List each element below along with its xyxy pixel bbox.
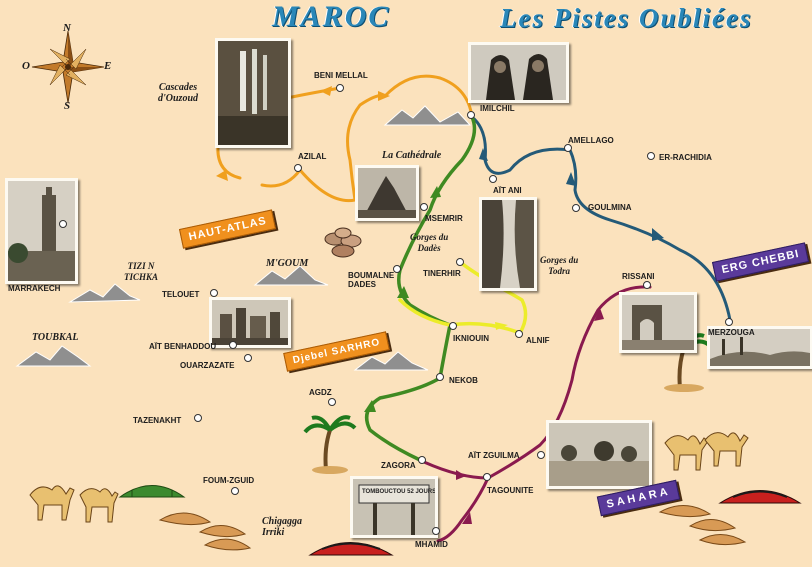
map-title: MAROC	[272, 0, 391, 33]
desert-rose-icon	[324, 227, 362, 258]
city-marker-amellago[interactable]	[564, 144, 572, 152]
feature-label-chigagga: Chigagga Irriki	[262, 516, 303, 538]
tent-icon	[118, 485, 802, 556]
city-label-iknouin: IKNIOUIN	[453, 334, 489, 343]
feature-label-mgoum: M'GOUM	[266, 258, 309, 269]
compass-south-label: S	[64, 100, 71, 112]
city-label-zagora: ZAGORA	[381, 461, 416, 470]
city-marker-agdz[interactable]	[328, 398, 336, 406]
route-orange-loop	[298, 74, 474, 203]
city-label-beni-mellal: BENI MELLAL	[314, 71, 368, 80]
photo-la-cathedrale	[355, 165, 419, 221]
city-marker-marrakech[interactable]	[59, 220, 67, 228]
route-blue	[470, 115, 732, 322]
city-label-telouet: TELOUET	[162, 290, 200, 299]
city-marker-iknouin[interactable]	[449, 322, 457, 330]
city-label-azilal: AZILAL	[298, 152, 327, 161]
city-marker-zagora[interactable]	[418, 456, 426, 464]
city-marker-tagounite[interactable]	[483, 473, 491, 481]
route-arrows	[216, 86, 664, 524]
city-label-ait-zguilma: AÏT ZGUILMA	[468, 451, 520, 460]
city-marker-ait-benhaddou[interactable]	[229, 341, 237, 349]
feature-label-toubkal: TOUBKAL	[32, 332, 79, 343]
photo-tombouctou-sign: TOMBOUCTOU 52 JOURS	[350, 476, 438, 538]
feature-label-gorges-todra: Gorges du Todra	[540, 255, 579, 276]
city-marker-msemrir[interactable]	[420, 203, 428, 211]
city-label-alnif: ALNIF	[526, 336, 550, 345]
city-marker-tinerhir[interactable]	[456, 258, 464, 266]
route-purple	[422, 285, 652, 543]
city-label-ait-ani: AÏT ANI	[493, 186, 522, 195]
city-label-marrakech: MARRAKECH	[8, 284, 61, 293]
city-label-msemrir: MSEMRIR	[425, 214, 463, 223]
city-label-merzouga: MERZOUGA	[708, 328, 755, 337]
city-marker-imilchil[interactable]	[467, 111, 475, 119]
city-label-nekob: NEKOB	[449, 376, 478, 385]
camel-icon	[29, 432, 749, 523]
city-marker-ait-zguilma[interactable]	[537, 451, 545, 459]
mountain-icon	[15, 105, 472, 371]
compass-rose-icon	[31, 30, 105, 104]
city-marker-boumalne[interactable]	[393, 265, 401, 273]
city-label-tagounite: TAGOUNITE	[487, 486, 534, 495]
feature-label-cathedrale: La Cathédrale	[382, 150, 442, 161]
city-marker-azilal[interactable]	[294, 164, 302, 172]
city-marker-telouet[interactable]	[210, 289, 218, 297]
city-marker-foum-zguid[interactable]	[231, 487, 239, 495]
city-label-foum-zguid: FOUM-ZGUID	[203, 476, 255, 485]
compass-east-label: E	[104, 60, 112, 72]
city-label-imilchil: IMILCHIL	[480, 104, 515, 113]
city-label-tinerhir: TINERHIR	[423, 269, 461, 278]
city-marker-tazenakht[interactable]	[194, 414, 202, 422]
city-marker-rissani[interactable]	[643, 281, 651, 289]
city-label-ait-benhaddou: AÏT BENHADDOU	[149, 342, 217, 351]
city-label-ouarzazate: OUARZAZATE	[180, 361, 235, 370]
feature-label-tizi-n-tichka: TIZI N TICHKA	[124, 261, 159, 282]
photo-rissani-gate	[619, 292, 697, 353]
map-subtitle: Les Pistes Oubliées	[500, 3, 753, 33]
city-marker-nekob[interactable]	[436, 373, 444, 381]
compass-north-label: N	[63, 22, 71, 34]
feature-label-gorges-dades: Gorges du Dadès	[410, 232, 449, 253]
city-marker-mhamid[interactable]	[432, 527, 440, 535]
photo-marrakech-koutoubia	[5, 178, 78, 284]
photo-ait-benhaddou	[209, 297, 291, 348]
photo-merzouga-dunes	[707, 326, 812, 369]
city-label-er-rachidia: ER-RACHIDIA	[659, 153, 712, 162]
tombouctou-sign-text: TOMBOUCTOU 52 JOURS	[362, 489, 437, 495]
photo-sahara-oasis	[546, 420, 652, 489]
city-marker-alnif[interactable]	[515, 330, 523, 338]
city-label-rissani: RISSANI	[622, 272, 655, 281]
compass-west-label: O	[22, 60, 30, 72]
city-label-amellago: AMELLAGO	[568, 136, 614, 145]
photo-cascades-ouzoud	[215, 38, 291, 148]
city-marker-beni-mellal[interactable]	[336, 84, 344, 92]
city-label-agdz: AGDZ	[309, 388, 332, 397]
city-label-tazenakht: TAZENAKHT	[133, 416, 182, 425]
city-marker-ouarzazate[interactable]	[244, 354, 252, 362]
city-label-goulmina: GOULMINA	[588, 203, 632, 212]
city-marker-merzouga[interactable]	[725, 318, 733, 326]
city-label-mhamid: MHAMID	[415, 540, 448, 549]
dune-icon	[158, 505, 747, 551]
photo-women-imilchil	[468, 42, 569, 103]
photo-gorges-todra	[479, 197, 537, 291]
feature-label-cascades: Cascades d'Ouzoud	[158, 82, 199, 104]
city-label-boumalne: BOUMALNE DADES	[348, 271, 395, 289]
city-marker-goulmina[interactable]	[572, 204, 580, 212]
city-marker-ait-ani[interactable]	[489, 175, 497, 183]
city-marker-er-rachidia[interactable]	[647, 152, 655, 160]
